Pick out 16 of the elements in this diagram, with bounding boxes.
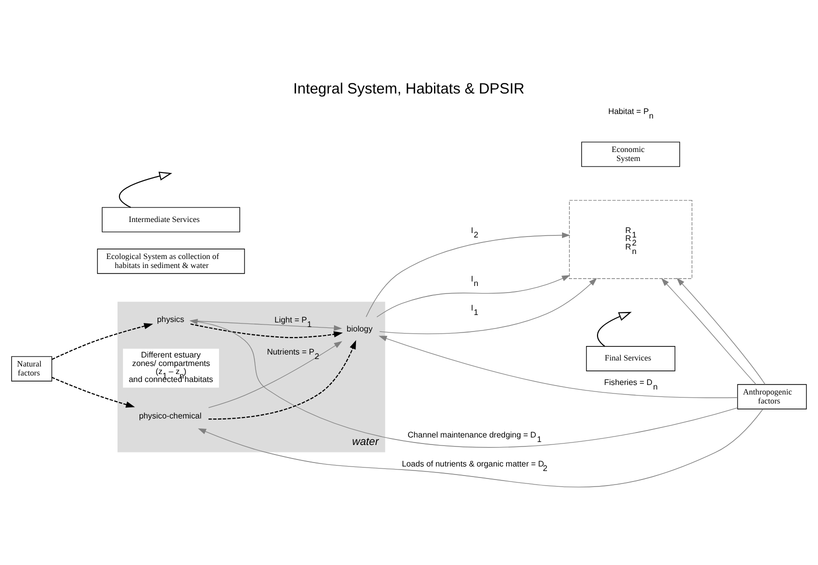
arrow [208,340,342,408]
arrow [597,311,632,346]
arrow [379,277,597,334]
arrow [376,274,570,317]
arrow [676,277,766,384]
arrow [378,335,738,398]
arrow [198,408,764,487]
arrow [661,278,756,384]
arrow [118,171,172,208]
arrow [208,340,356,420]
diagram-title: Integral System, Habitats & DPSIR [293,80,525,97]
arrow [366,232,570,317]
arrow [189,318,738,448]
arrow [52,376,135,408]
arrow [190,322,343,338]
arrow [52,322,154,360]
